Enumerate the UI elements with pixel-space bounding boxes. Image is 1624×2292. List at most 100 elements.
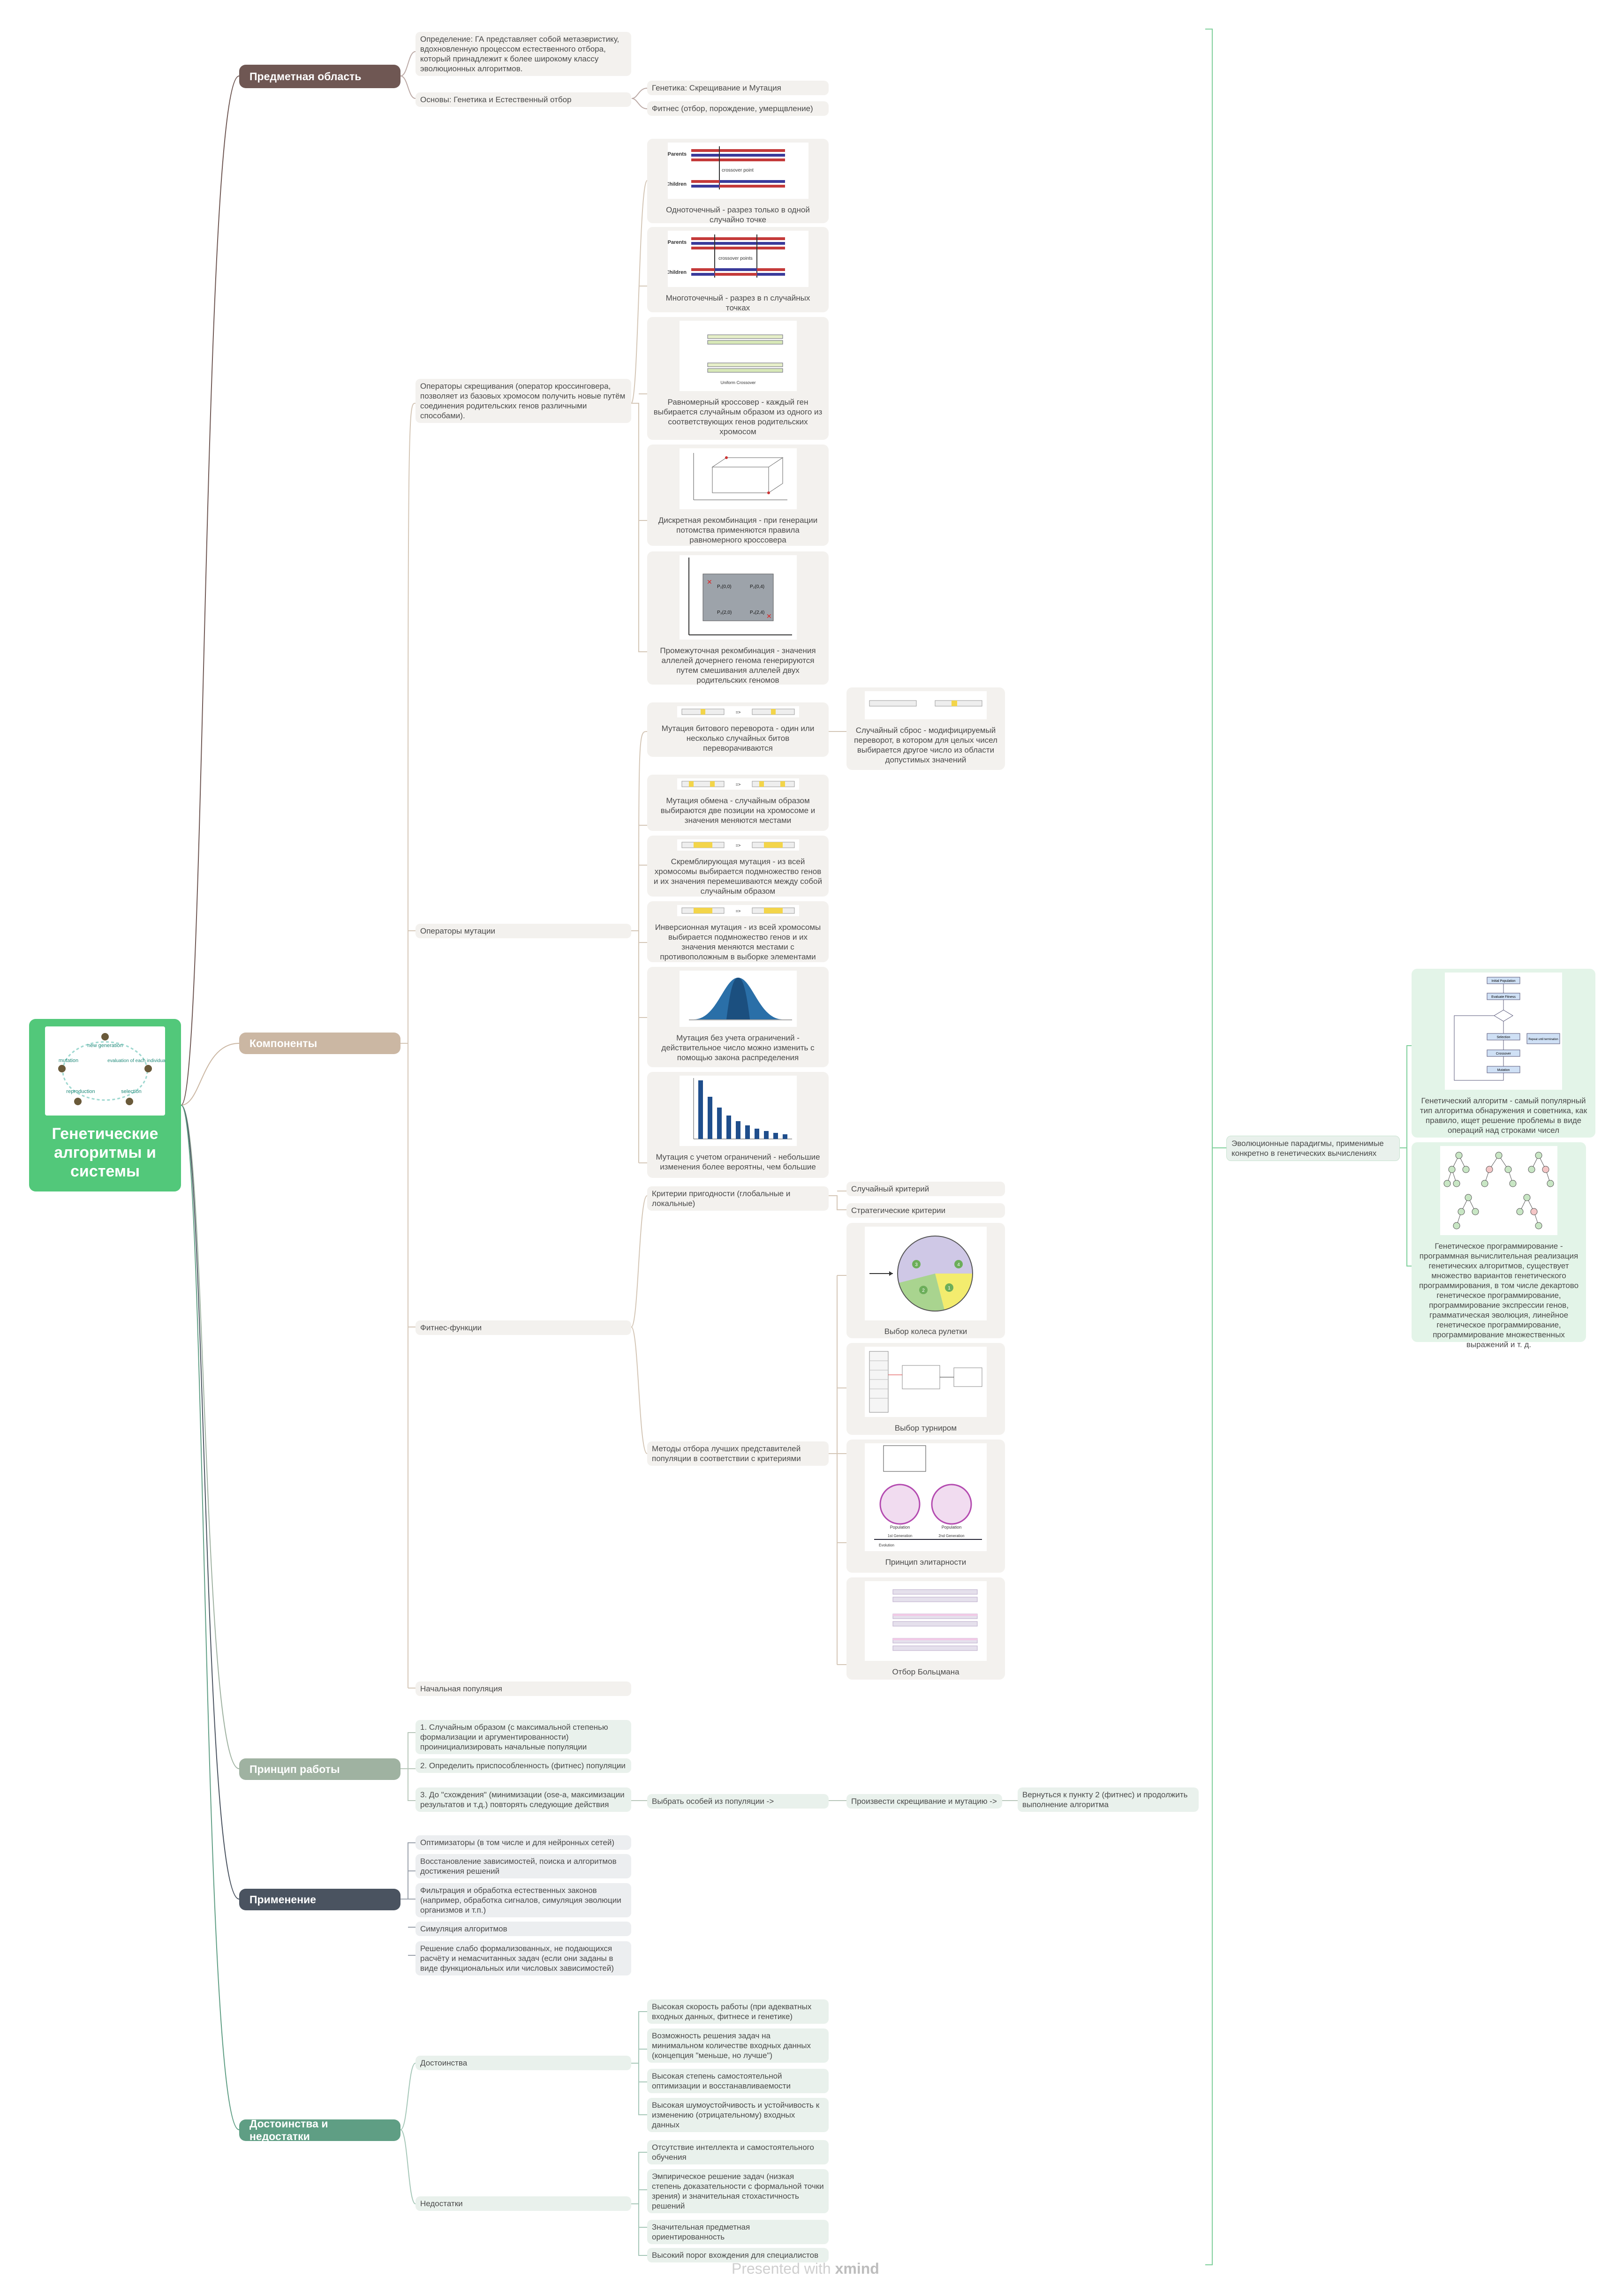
gp-trees-diagram — [1440, 1146, 1557, 1235]
elitism-label: 1st Generation — [888, 1534, 912, 1538]
cycle-label: mutation — [59, 1058, 78, 1063]
crossover-caption: Одноточечный - разрез только в одной слу… — [666, 205, 810, 224]
application-item[interactable]: Решение слабо формализованных, не подающ… — [415, 1941, 631, 1975]
pros-item[interactable]: Высокая скорость работы (при адекватных … — [647, 1999, 829, 2024]
mutation-swap[interactable]: => Мутация обмена - случайным образом вы… — [647, 775, 829, 831]
single-point-crossover-diagram: Parents crossover point Children — [665, 143, 808, 199]
arrow-label: => — [735, 782, 740, 787]
multi-point-crossover-diagram: Parents crossover points Children — [665, 231, 808, 287]
scramble-mutation-diagram: => — [677, 839, 799, 851]
pros-item[interactable]: Высокая шумоустойчивость и устойчивость … — [647, 2098, 829, 2132]
children-label: Children — [668, 181, 687, 187]
principle-step-2[interactable]: 2. Определить приспособленность (фитнес)… — [415, 1758, 631, 1773]
cons-item[interactable]: Высокий порог вхождения для специалистов — [647, 2248, 829, 2262]
point-label: P₂(0,4) — [750, 584, 764, 589]
elitism-label: Population — [942, 1525, 962, 1530]
inversion-mutation-diagram: => — [677, 905, 799, 916]
mutation-random-reset[interactable]: Случайный сброс - модифицируемый перевор… — [846, 687, 1005, 770]
summary-genetic-algorithm[interactable]: Initial Population Evaluate Fitness Sele… — [1412, 969, 1595, 1138]
summary-label[interactable]: Эволюционные парадигмы, применимые конкр… — [1226, 1136, 1400, 1161]
gp-caption: Генетическое программирование - программ… — [1419, 1242, 1579, 1349]
svg-text:✕: ✕ — [707, 578, 712, 586]
random-criterion[interactable]: Случайный критерий — [846, 1182, 1005, 1196]
flow-label: Crossover — [1496, 1052, 1511, 1056]
random-reset-diagram — [865, 691, 987, 719]
cons-item[interactable]: Эмпирическое решение задач (низкая степе… — [647, 2169, 829, 2213]
watermark-prefix: Presented with — [732, 2260, 831, 2277]
parents-label: Parents — [668, 240, 687, 245]
principle-step-1[interactable]: 1. Случайным образом (с максимальной сте… — [415, 1720, 631, 1754]
crossover-intermediate[interactable]: P₁(0,0) P₂(0,4) P₃(2,0) P₄(2,4) ✕✕ Проме… — [647, 551, 829, 685]
uniform-caption: Uniform Crossover — [720, 380, 755, 385]
fitness-functions[interactable]: Фитнес-функции — [415, 1320, 631, 1335]
cons-item[interactable]: Значительная предметная ориентированност… — [647, 2220, 829, 2244]
crossover-multi-point[interactable]: Parents crossover points Children Многот… — [647, 227, 829, 312]
tournament-selection[interactable]: Выбор турниром — [846, 1343, 1005, 1435]
crossover-discrete[interactable]: Дискретная рекомбинация - при генерации … — [647, 445, 829, 546]
intermediate-recombination-diagram: P₁(0,0) P₂(0,4) P₃(2,0) P₄(2,4) ✕✕ — [679, 555, 797, 640]
topic-pros-cons[interactable]: Достоинства и недостатки — [239, 2118, 400, 2142]
fitness-criteria[interactable]: Критерии пригодности (глобальные и локал… — [647, 1186, 829, 1211]
cycle-label: new generation — [87, 1043, 122, 1048]
pros-title[interactable]: Достоинства — [415, 2056, 631, 2070]
mutation-scramble[interactable]: => Скремблирующая мутация - из всей хром… — [647, 836, 829, 897]
application-item[interactable]: Оптимизаторы (в том числе и для нейронны… — [415, 1835, 631, 1850]
mutation-bounded[interactable]: Мутация с учетом ограничений - небольшие… — [647, 1072, 829, 1178]
application-item[interactable]: Симуляция алгоритмов — [415, 1922, 631, 1936]
bit-flip-diagram: => — [677, 706, 799, 717]
crossover-single-point[interactable]: Parents crossover point Children Одноточ… — [647, 139, 829, 224]
crossover-uniform[interactable]: Uniform Crossover Равномерный кроссовер … — [647, 317, 829, 440]
arrow-label: => — [735, 843, 740, 848]
crossover-operators[interactable]: Операторы скрещивания (оператор кроссинг… — [415, 379, 631, 423]
topic-principle[interactable]: Принцип работы — [239, 1758, 400, 1780]
topic-application[interactable]: Применение — [239, 1889, 400, 1910]
topic-components[interactable]: Компоненты — [239, 1033, 400, 1054]
domain-definition[interactable]: Определение: ГА представляет собой метаэ… — [415, 32, 631, 76]
cons-item[interactable]: Отсутствие интеллекта и самостоятельного… — [647, 2140, 829, 2164]
principle-crossover-mutation[interactable]: Произвести скрещивание и мутацию -> — [846, 1794, 1002, 1809]
watermark-brand: xmind — [835, 2260, 879, 2277]
mutation-operators[interactable]: Операторы мутации — [415, 924, 631, 938]
mutation-caption: Инверсионная мутация - из всей хромосомы… — [655, 923, 821, 961]
principle-return[interactable]: Вернуться к пункту 2 (фитнес) и продолжи… — [1018, 1787, 1199, 1812]
evolution-cycle-illustration: new generation evaluation of each indivi… — [45, 1026, 166, 1116]
cons-title[interactable]: Недостатки — [415, 2196, 631, 2211]
selection-methods[interactable]: Методы отбора лучших представителей попу… — [647, 1441, 829, 1466]
roulette-sector-label: 4 — [957, 1262, 960, 1267]
mutation-caption: Мутация без учета ограничений - действит… — [661, 1033, 815, 1062]
topic-domain[interactable]: Предметная область — [239, 65, 400, 88]
mutation-bit-flip[interactable]: => Мутация битового переворота - один ил… — [647, 702, 829, 757]
principle-step-3[interactable]: 3. До "схождения" (минимизации (ose-a, м… — [415, 1787, 631, 1812]
point-label: P₁(0,0) — [717, 584, 732, 589]
ga-flowchart: Initial Population Evaluate Fitness Sele… — [1445, 973, 1562, 1090]
roulette-sector-label: 2 — [922, 1288, 925, 1293]
roulette-selection[interactable]: 1 2 3 4 Выбор колеса рулетки — [846, 1223, 1005, 1338]
summary-genetic-programming[interactable]: Генетическое программирование - программ… — [1412, 1142, 1586, 1349]
roulette-sector-label: 1 — [948, 1286, 951, 1291]
elitism-label: 2nd Generation — [938, 1534, 964, 1538]
roulette-sector-label: 3 — [915, 1262, 918, 1267]
strategic-criteria[interactable]: Стратегические критерии — [846, 1203, 1005, 1218]
pros-item[interactable]: Возможность решения задач на минимальном… — [647, 2028, 829, 2063]
pros-item[interactable]: Высокая степень самостоятельной оптимиза… — [647, 2069, 829, 2093]
domain-fitness[interactable]: Фитнес (отбор, порождение, умерщвление) — [647, 101, 829, 116]
elitism-principle[interactable]: Population Population 1st Generation 2nd… — [846, 1440, 1005, 1573]
domain-basics[interactable]: Основы: Генетика и Естественный отбор — [415, 92, 631, 107]
boltzmann-selection[interactable]: Отбор Больцмана — [846, 1577, 1005, 1680]
root-node[interactable]: new generation evaluation of each indivi… — [29, 1019, 181, 1191]
principle-select-individuals[interactable]: Выбрать особей из популяции -> — [647, 1794, 829, 1809]
application-item[interactable]: Фильтрация и обработка естественных зако… — [415, 1883, 631, 1917]
crossover-caption: Промежуточная рекомбинация - значения ал… — [660, 646, 816, 685]
cycle-label: selection — [121, 1089, 141, 1094]
initial-population[interactable]: Начальная популяция — [415, 1681, 631, 1696]
mutation-unbounded[interactable]: Мутация без учета ограничений - действит… — [647, 967, 829, 1067]
flow-label: Evaluate Fitness — [1491, 995, 1516, 999]
point-label: P₄(2,4) — [750, 610, 764, 615]
swap-mutation-diagram: => — [677, 778, 799, 790]
domain-genetics[interactable]: Генетика: Скрещивание и Мутация — [647, 81, 829, 95]
application-item[interactable]: Восстановление зависимостей, поиска и ал… — [415, 1854, 631, 1878]
boltzmann-table-diagram — [865, 1581, 987, 1661]
tournament-caption: Выбор турниром — [894, 1424, 957, 1432]
mutation-inversion[interactable]: => Инверсионная мутация - из всей хромос… — [647, 901, 829, 962]
